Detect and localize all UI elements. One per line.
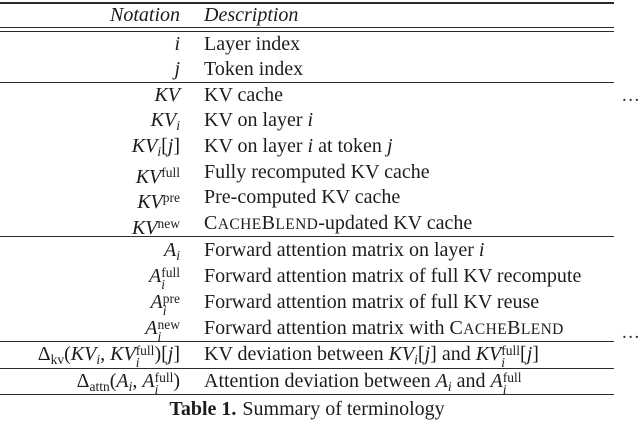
table-row: KV KV cache xyxy=(0,83,614,109)
table-group-indices: i Layer index j Token index xyxy=(0,32,614,83)
small-caps-text: CACHEBLEND xyxy=(204,211,319,234)
notation-cell: KVi[j] xyxy=(131,135,180,160)
description-cell: Forward attention matrix of full KV reco… xyxy=(204,265,582,288)
description-cell: KV on layer i xyxy=(204,109,314,132)
notation-cell: i xyxy=(174,32,180,55)
notation-cell: Ai xyxy=(164,239,180,264)
notation-cell: KV xyxy=(154,83,180,106)
adjacent-column-ellipsis-top: ... xyxy=(622,85,640,106)
column-header-notation: Notation xyxy=(109,4,180,26)
description-cell: Forward attention matrix on layer i xyxy=(204,239,485,262)
notation-cell: KVnew xyxy=(131,215,180,239)
header-double-rule xyxy=(0,27,614,32)
table-row: i Layer index xyxy=(0,32,614,57)
description-cell: Forward attention matrix of full KV reus… xyxy=(204,291,540,314)
description-cell: Layer index xyxy=(204,32,301,55)
table-row: Ai Forward attention matrix on layer i xyxy=(0,237,614,263)
description-cell: CACHEBLEND-updated KV cache xyxy=(204,211,473,234)
table-top-rule xyxy=(0,2,614,4)
small-caps-text: CACHEBLEND xyxy=(449,317,564,340)
caption-label: Table 1. xyxy=(169,398,237,421)
table-row: KVfull Fully recomputed KV cache xyxy=(0,160,614,188)
description-cell: KV on layer i at token j xyxy=(204,135,393,158)
description-cell: KV cache xyxy=(204,83,284,106)
description-cell: Forward attention matrix with CACHEBLEND xyxy=(204,317,564,340)
notation-cell: KVi xyxy=(150,109,180,134)
notation-cell: j xyxy=(174,57,180,80)
table-caption: Table 1.Summary of terminology xyxy=(0,398,614,420)
description-cell: Pre-computed KV cache xyxy=(204,186,401,209)
terminology-table: Notation Description i Layer index j Token … xyxy=(0,2,614,420)
table-header-row: Notation Description xyxy=(0,4,614,27)
description-cell: Token index xyxy=(204,57,304,80)
caption-text: Summary of terminology xyxy=(242,398,445,421)
notation-cell: KVpre xyxy=(137,190,180,214)
table-row: j Token index xyxy=(0,57,614,82)
adjacent-column-ellipsis-bottom: ... xyxy=(622,322,640,343)
column-header-description: Description xyxy=(204,4,299,26)
description-cell: Fully recomputed KV cache xyxy=(204,160,430,183)
table-row: KVi KV on layer i xyxy=(0,108,614,134)
table-row: KVnew CACHEBLEND-updated KV cache xyxy=(0,211,614,239)
table-row: KVi[j] KV on layer i at token j xyxy=(0,134,614,160)
table-row: KVpre Pre-computed KV cache xyxy=(0,185,614,214)
notation-cell: KVfull xyxy=(135,164,180,188)
